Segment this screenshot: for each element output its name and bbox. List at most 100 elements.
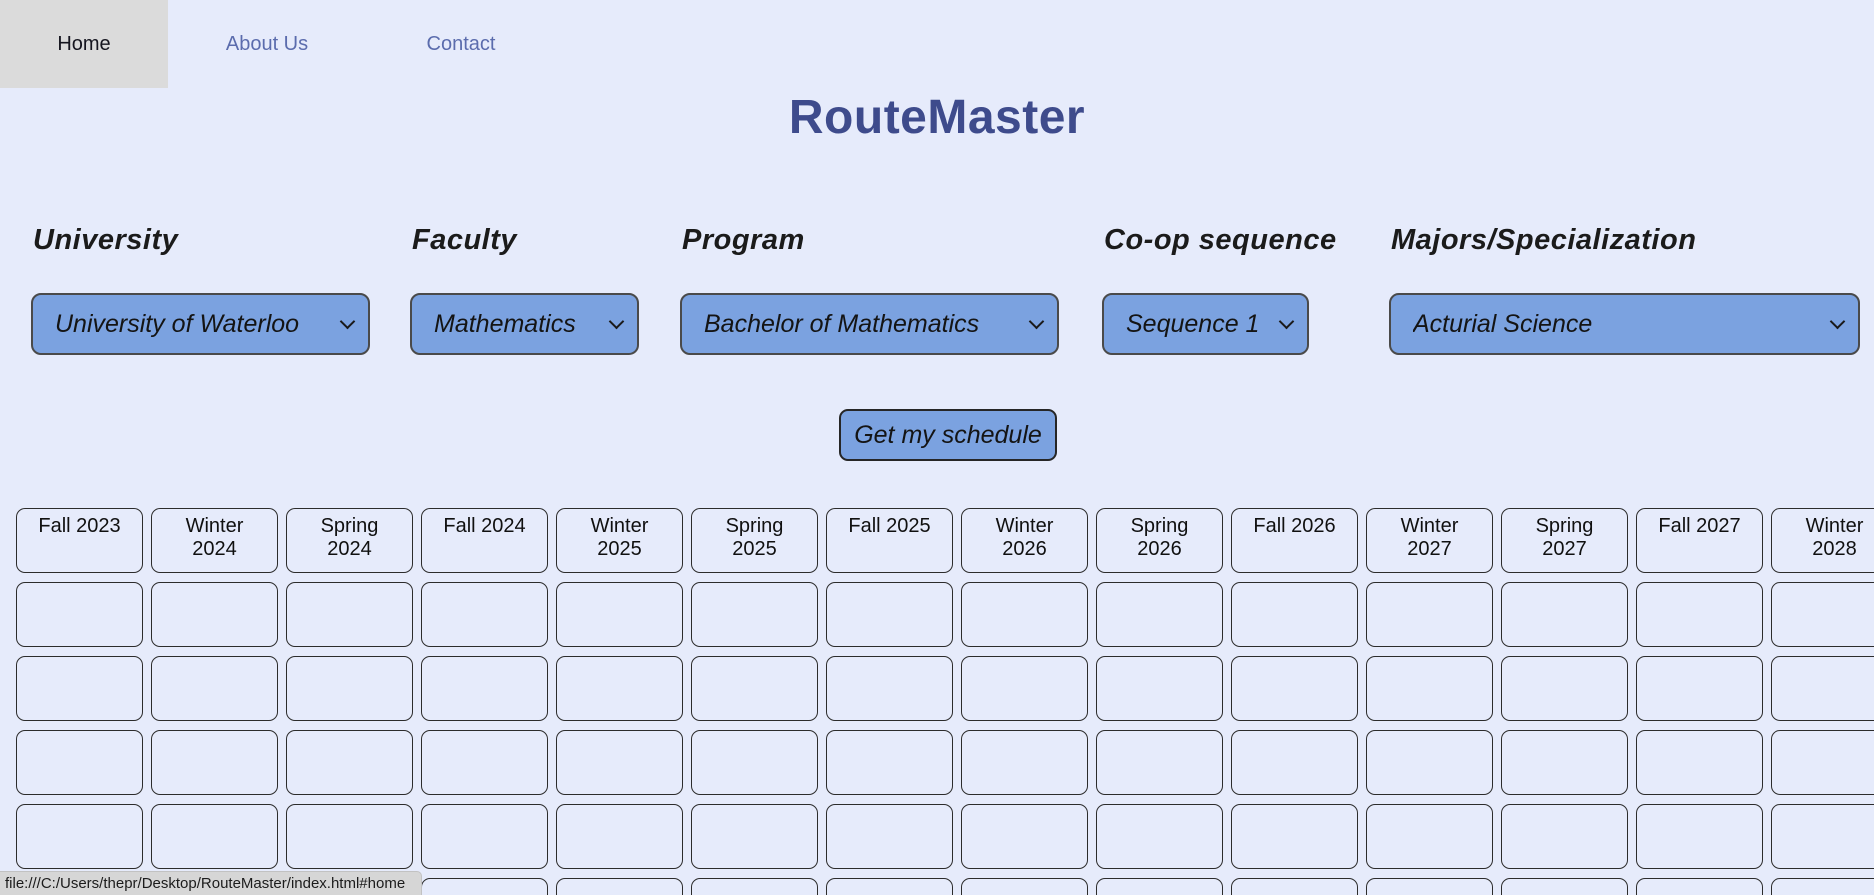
- schedule-cell: [1096, 730, 1223, 795]
- schedule-cell: [1771, 582, 1874, 647]
- schedule-cell: [286, 730, 413, 795]
- schedule-cell: [421, 582, 548, 647]
- schedule-column-header: Fall 2027: [1636, 508, 1763, 573]
- schedule-cell: [961, 878, 1088, 895]
- schedule-column-header: Spring 2025: [691, 508, 818, 573]
- schedule-cell: [691, 582, 818, 647]
- field-label-coop-sequence: Co-op sequence: [1104, 224, 1337, 256]
- nav-tab-about-us[interactable]: About Us: [168, 0, 366, 88]
- schedule-cell: [1771, 878, 1874, 895]
- nav-tab-home-label: Home: [57, 32, 111, 55]
- schedule-cell: [16, 804, 143, 869]
- schedule-cell: [556, 730, 683, 795]
- schedule-cell: [421, 730, 548, 795]
- coop-sequence-select[interactable]: Sequence 1: [1102, 293, 1309, 355]
- schedule-cell: [1501, 582, 1628, 647]
- schedule-cell: [826, 582, 953, 647]
- schedule-cell: [1231, 730, 1358, 795]
- schedule-cell: [826, 878, 953, 895]
- schedule-cell: [1366, 656, 1493, 721]
- schedule-cell: [691, 730, 818, 795]
- schedule-cell: [16, 582, 143, 647]
- schedule-cell: [1501, 878, 1628, 895]
- schedule-cell: [1636, 582, 1763, 647]
- get-schedule-button[interactable]: Get my schedule: [839, 409, 1057, 461]
- schedule-column-header: Winter 2025: [556, 508, 683, 573]
- university-select-wrap: University of Waterloo: [31, 293, 370, 355]
- nav-tab-contact[interactable]: Contact: [366, 0, 556, 88]
- majors-select-wrap: Acturial Science: [1389, 293, 1860, 355]
- schedule-cell: [1366, 730, 1493, 795]
- schedule-cell: [151, 656, 278, 721]
- schedule-cell: [556, 804, 683, 869]
- schedule-cell: [961, 730, 1088, 795]
- schedule-cell: [1366, 878, 1493, 895]
- faculty-select[interactable]: Mathematics: [410, 293, 639, 355]
- coop-sequence-select-wrap: Sequence 1: [1102, 293, 1309, 355]
- schedule-cell: [961, 656, 1088, 721]
- schedule-cell: [826, 656, 953, 721]
- schedule-cell: [151, 730, 278, 795]
- schedule-cell: [421, 804, 548, 869]
- field-label-university: University: [33, 224, 179, 256]
- schedule-column-header: Fall 2024: [421, 508, 548, 573]
- schedule-cell: [1501, 730, 1628, 795]
- field-label-program: Program: [682, 224, 805, 256]
- schedule-cell: [1771, 730, 1874, 795]
- schedule-cell: [286, 804, 413, 869]
- status-bar-url: file:///C:/Users/thepr/Desktop/RouteMast…: [5, 875, 406, 892]
- schedule-cell: [1366, 582, 1493, 647]
- schedule-cell: [151, 582, 278, 647]
- top-nav: Home About Us Contact: [0, 0, 556, 88]
- faculty-select-wrap: Mathematics: [410, 293, 639, 355]
- page-title: RouteMaster: [788, 91, 1086, 145]
- schedule-cell: [826, 804, 953, 869]
- schedule-column-header: Spring 2027: [1501, 508, 1628, 573]
- field-group-majors-specialization: Majors/Specialization Acturial Science: [1389, 224, 1860, 355]
- schedule-cell: [961, 804, 1088, 869]
- status-bar: file:///C:/Users/thepr/Desktop/RouteMast…: [0, 871, 422, 895]
- program-select-wrap: Bachelor of Mathematics: [680, 293, 1059, 355]
- schedule-cell: [556, 878, 683, 895]
- field-group-program: Program Bachelor of Mathematics: [680, 224, 1059, 355]
- schedule-cell: [1231, 656, 1358, 721]
- schedule-cell: [1096, 656, 1223, 721]
- schedule-cell: [691, 656, 818, 721]
- schedule-column-header: Spring 2026: [1096, 508, 1223, 573]
- schedule-column-header: Fall 2023: [16, 508, 143, 573]
- schedule-cell: [286, 582, 413, 647]
- schedule-cell: [1771, 656, 1874, 721]
- schedule-cell: [1501, 656, 1628, 721]
- schedule-cell: [151, 804, 278, 869]
- schedule-cell: [421, 878, 548, 895]
- nav-tab-home[interactable]: Home: [0, 0, 168, 88]
- schedule-cell: [16, 656, 143, 721]
- majors-select[interactable]: Acturial Science: [1389, 293, 1860, 355]
- schedule-cell: [1231, 878, 1358, 895]
- program-select[interactable]: Bachelor of Mathematics: [680, 293, 1059, 355]
- nav-tab-contact-label: Contact: [426, 32, 496, 55]
- schedule-cell: [1096, 582, 1223, 647]
- schedule-cell: [1366, 804, 1493, 869]
- schedule-cell: [1231, 582, 1358, 647]
- schedule-cell: [1636, 878, 1763, 895]
- field-label-faculty: Faculty: [412, 224, 518, 256]
- schedule-cell: [556, 656, 683, 721]
- schedule-cell: [1771, 804, 1874, 869]
- schedule-cell: [421, 656, 548, 721]
- field-group-faculty: Faculty Mathematics: [410, 224, 639, 355]
- schedule-cell: [1636, 730, 1763, 795]
- schedule-cell: [16, 730, 143, 795]
- schedule-cell: [556, 582, 683, 647]
- schedule-cell: [1636, 804, 1763, 869]
- university-select[interactable]: University of Waterloo: [31, 293, 370, 355]
- schedule-column-header: Fall 2026: [1231, 508, 1358, 573]
- schedule-cell: [691, 878, 818, 895]
- field-group-university: University University of Waterloo: [31, 224, 370, 355]
- schedule-cell: [1096, 804, 1223, 869]
- schedule-cell: [286, 656, 413, 721]
- schedule-cell: [1636, 656, 1763, 721]
- schedule-cell: [1096, 878, 1223, 895]
